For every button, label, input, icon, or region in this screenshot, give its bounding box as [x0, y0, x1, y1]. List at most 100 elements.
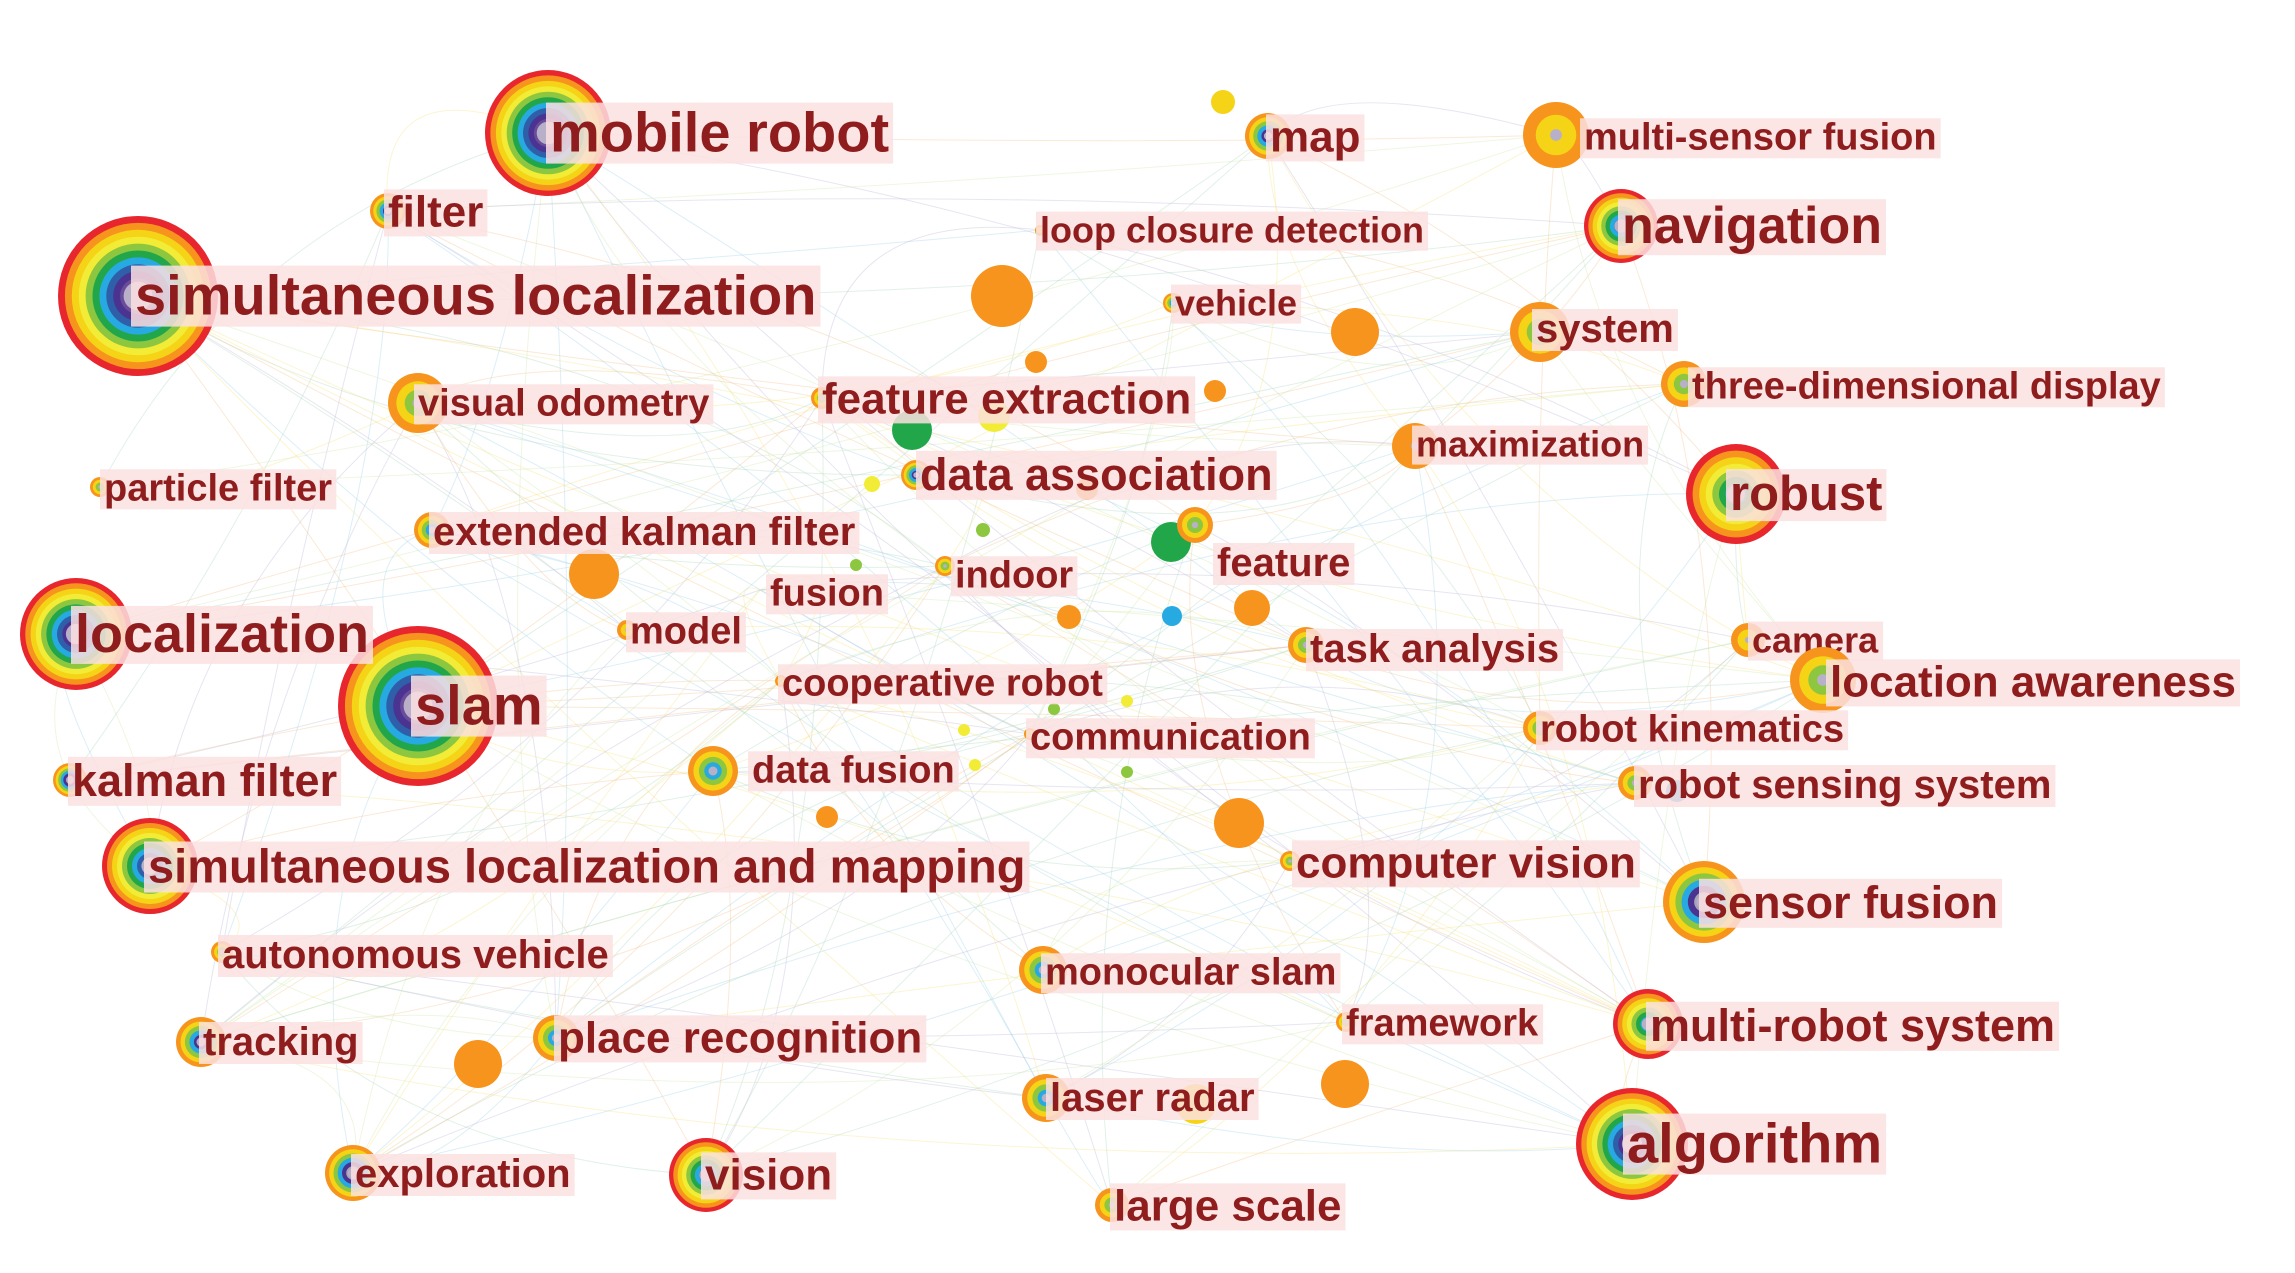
keyword-label: simultaneous localization: [135, 264, 816, 327]
keyword-node: exploration: [325, 1145, 575, 1201]
background-node: [569, 549, 619, 599]
keyword-label-background: [218, 935, 613, 977]
keyword-node: monocular slam: [1019, 946, 1341, 994]
network-edge: [547, 132, 946, 567]
keyword-label-background: [351, 1154, 575, 1196]
network-edge: [944, 383, 1685, 567]
keyword-label-background: [1634, 765, 2056, 807]
keyword-node: location awareness: [1790, 647, 2240, 713]
keyword-node: model: [617, 610, 746, 653]
keyword-label-background: [1699, 878, 2003, 928]
network-edge: [1039, 229, 1649, 1025]
network-edge: [417, 402, 557, 1039]
network-edge: [821, 226, 1041, 399]
keyword-label: location awareness: [1830, 657, 2236, 706]
keyword-label-background: [1046, 1078, 1259, 1120]
network-edge: [137, 295, 1416, 447]
keyword-label: monocular slam: [1045, 951, 1336, 993]
keyword-label-background: [916, 450, 1277, 500]
background-node: [976, 523, 990, 537]
keyword-node: extended kalman filter: [414, 510, 860, 554]
keyword-node: vehicle: [1163, 283, 1302, 324]
keyword-label-background: [68, 756, 342, 806]
keyword-node: kalman filter: [53, 755, 342, 806]
keyword-node: algorithm: [1576, 1088, 1887, 1200]
keyword-node: robot kinematics: [1523, 708, 1849, 751]
keyword-node: laser radar: [1022, 1074, 1259, 1122]
keyword-label: localization: [75, 604, 369, 664]
keyword-node: multi-robot system: [1613, 989, 2059, 1059]
network-edge: [626, 625, 1541, 729]
network-edge: [712, 524, 1196, 772]
network-edge: [1045, 860, 1291, 1099]
network-edge: [1539, 331, 1824, 681]
keyword-label: vehicle: [1175, 283, 1297, 324]
background-node: [969, 759, 981, 771]
keyword-label: extended kalman filter: [433, 510, 855, 554]
keyword-label: navigation: [1622, 197, 1882, 255]
keyword-node: large scale: [1095, 1181, 1346, 1231]
keyword-node: vision: [669, 1138, 837, 1212]
keyword-label: tracking: [203, 1020, 359, 1064]
network-edge: [137, 295, 1113, 1206]
background-node: [1025, 351, 1047, 373]
node-core: [1191, 521, 1199, 529]
background-node: [1121, 695, 1133, 707]
keyword-label: visual odometry: [418, 382, 709, 424]
network-edge: [1029, 686, 1541, 735]
network-edge: [743, 587, 782, 682]
keyword-label: feature extraction: [822, 374, 1191, 423]
keyword-node: localization: [20, 578, 373, 690]
keyword-label-background: [766, 574, 888, 615]
keyword-node: loop closure detection: [1035, 210, 1428, 251]
network-edge: [137, 295, 917, 476]
network-edge: [1305, 644, 1824, 714]
network-edge: [431, 225, 1622, 531]
network-edge: [200, 135, 1269, 1043]
network-edge: [1267, 135, 1416, 447]
keyword-label: place recognition: [558, 1013, 922, 1062]
network-edge: [759, 589, 1824, 681]
node-core: [708, 766, 718, 776]
network-edge: [1045, 727, 1541, 1099]
keyword-label-background: [429, 512, 860, 554]
network-edge: [352, 589, 761, 1174]
keyword-label: mobile robot: [550, 101, 889, 164]
keyword-label: loop closure detection: [1040, 210, 1424, 251]
keyword-node: maximization: [1392, 423, 1649, 469]
keyword-label-background: [818, 376, 1196, 424]
keyword-node: data fusion: [688, 746, 959, 796]
keyword-label: multi-robot system: [1650, 1000, 2055, 1051]
keyword-label: feature: [1217, 541, 1350, 585]
keyword-label-background: [701, 1152, 837, 1200]
network-edge: [417, 402, 628, 631]
keyword-node: filter: [370, 187, 488, 237]
keyword-node: robust: [1686, 444, 1887, 544]
keyword-node: slam: [338, 626, 547, 786]
keyword-label: filter: [388, 187, 483, 236]
labeled-nodes: mobile robot simultaneous localization sla…: [20, 70, 2240, 1231]
keyword-node: cooperative robot: [775, 662, 1108, 705]
keyword-label-background: [1646, 1001, 2059, 1051]
network-edge: [352, 680, 782, 1174]
keyword-label: autonomous vehicle: [222, 933, 609, 977]
keyword-node: simultaneous localization: [58, 216, 821, 376]
keyword-label: multi-sensor fusion: [1584, 116, 1937, 158]
keyword-label-background: [1171, 284, 1302, 324]
background-node: [850, 559, 862, 571]
keyword-label-background: [71, 605, 373, 664]
network-edge: [780, 680, 1047, 1099]
keyword-label-background: [144, 841, 1030, 893]
keyword-label-background: [748, 751, 959, 792]
keyword-label-background: [131, 265, 821, 327]
keyword-label-background: [100, 469, 337, 510]
network-edge: [387, 198, 1622, 227]
network-edge: [387, 134, 1557, 212]
network-edge: [75, 225, 1622, 635]
keyword-label-background: [1292, 840, 1640, 888]
keyword-label-background: [1036, 211, 1428, 251]
keyword-label-background: [951, 556, 1078, 597]
network-edge: [1345, 639, 1749, 1023]
keyword-label-background: [546, 102, 894, 164]
